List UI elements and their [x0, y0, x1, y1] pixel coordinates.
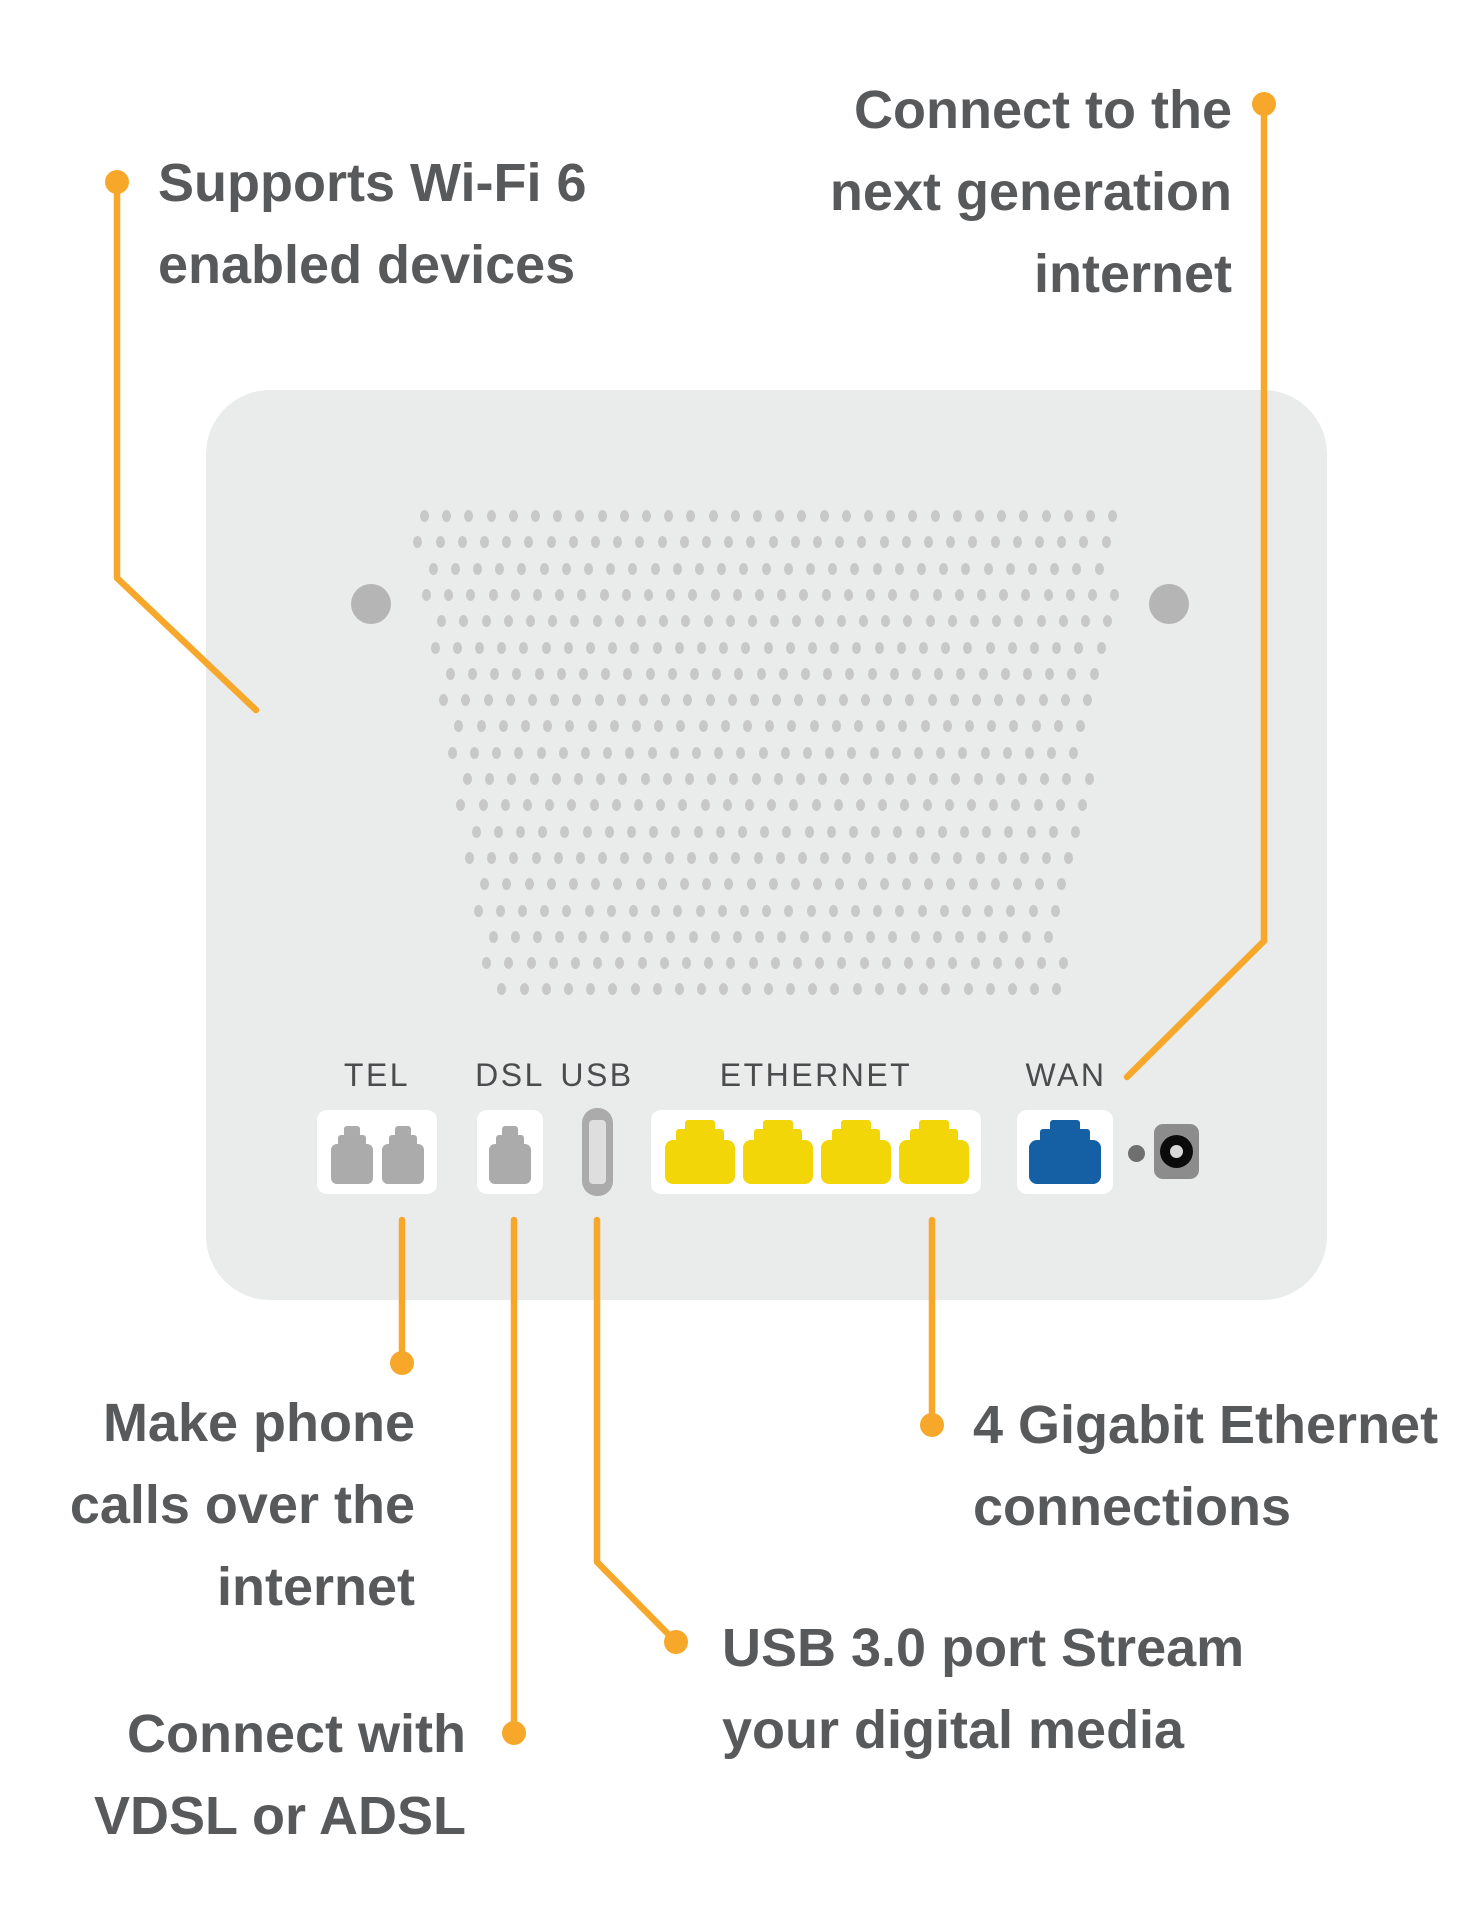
tel-jack-2	[382, 1126, 424, 1184]
tel-jack-1	[331, 1126, 373, 1184]
port-label-ethernet: ETHERNET	[719, 1057, 913, 1093]
annotation-wifi-line-2: enabled devices	[158, 235, 576, 295]
annotation-phone-calls-line-1: Make phone	[102, 1393, 415, 1453]
annotation-usb-port-line-1: USB 3.0 port Stream	[722, 1618, 1245, 1678]
annotation-gigabit-ethernet: 4 Gigabit Ethernet connections	[973, 1384, 1438, 1548]
port-label-wan: WAN	[1025, 1057, 1107, 1093]
annotation-vdsl-adsl: Connect with VDSL or ADSL	[94, 1693, 466, 1857]
annotation-next-generation-line-1: Connect to the	[854, 80, 1232, 140]
port-label-usb: USB	[560, 1057, 634, 1093]
annotation-phone-calls-line-3: internet	[216, 1557, 415, 1617]
annotation-gigabit-ethernet-line-1: 4 Gigabit Ethernet	[973, 1395, 1439, 1455]
wan-jack	[1029, 1120, 1101, 1184]
tel-port-plate	[317, 1110, 437, 1194]
next-generation-callout-dot	[1252, 92, 1276, 116]
wifi-callout-dot	[105, 170, 129, 194]
usb-port-inner	[589, 1120, 606, 1184]
screw-hole-right	[1149, 584, 1189, 624]
dsl-jack	[489, 1126, 531, 1184]
ethernet-jack-3	[821, 1120, 891, 1184]
reset-button	[1128, 1145, 1145, 1162]
annotation-usb-port: USB 3.0 port Stream your digital media	[722, 1607, 1244, 1771]
dsl-callout-dot	[502, 1721, 526, 1745]
power-jack	[1154, 1124, 1199, 1179]
annotation-next-generation-line-3: internet	[1033, 244, 1232, 304]
dsl-port-plate	[477, 1110, 543, 1194]
power-jack-pin	[1170, 1145, 1183, 1158]
usb-port	[582, 1108, 613, 1196]
ethernet-jack-4	[899, 1120, 969, 1184]
annotation-wifi-line-1: Supports Wi-Fi 6	[158, 153, 587, 213]
annotation-phone-calls: Make phone calls over the internet	[70, 1382, 415, 1628]
annotation-vdsl-adsl-line-2: VDSL or ADSL	[93, 1786, 466, 1846]
annotation-gigabit-ethernet-line-2: connections	[973, 1477, 1292, 1537]
power-jack-ring	[1160, 1135, 1193, 1168]
annotation-next-generation: Connect to the next generation internet	[830, 69, 1232, 315]
annotation-usb-port-line-2: your digital media	[722, 1700, 1185, 1760]
usb-callout-dot	[664, 1630, 688, 1654]
ethernet-jack-1	[665, 1120, 735, 1184]
screw-hole-left	[351, 584, 391, 624]
vent-holes	[206, 390, 1327, 1300]
ethernet-jack-2	[743, 1120, 813, 1184]
tel-callout-dot	[390, 1351, 414, 1375]
annotation-wifi: Supports Wi-Fi 6 enabled devices	[158, 142, 587, 306]
port-label-tel: TEL	[343, 1057, 411, 1093]
annotation-phone-calls-line-2: calls over the	[69, 1475, 415, 1535]
ethernet-callout-dot	[920, 1413, 944, 1437]
wan-port-plate	[1017, 1110, 1113, 1194]
router-back-panel: TEL DSL USB ETHERNET WAN	[206, 390, 1327, 1300]
annotation-next-generation-line-2: next generation	[829, 162, 1232, 222]
ethernet-port-plate	[651, 1110, 981, 1194]
port-label-dsl: DSL	[475, 1057, 545, 1093]
annotation-vdsl-adsl-line-1: Connect with	[127, 1704, 466, 1764]
